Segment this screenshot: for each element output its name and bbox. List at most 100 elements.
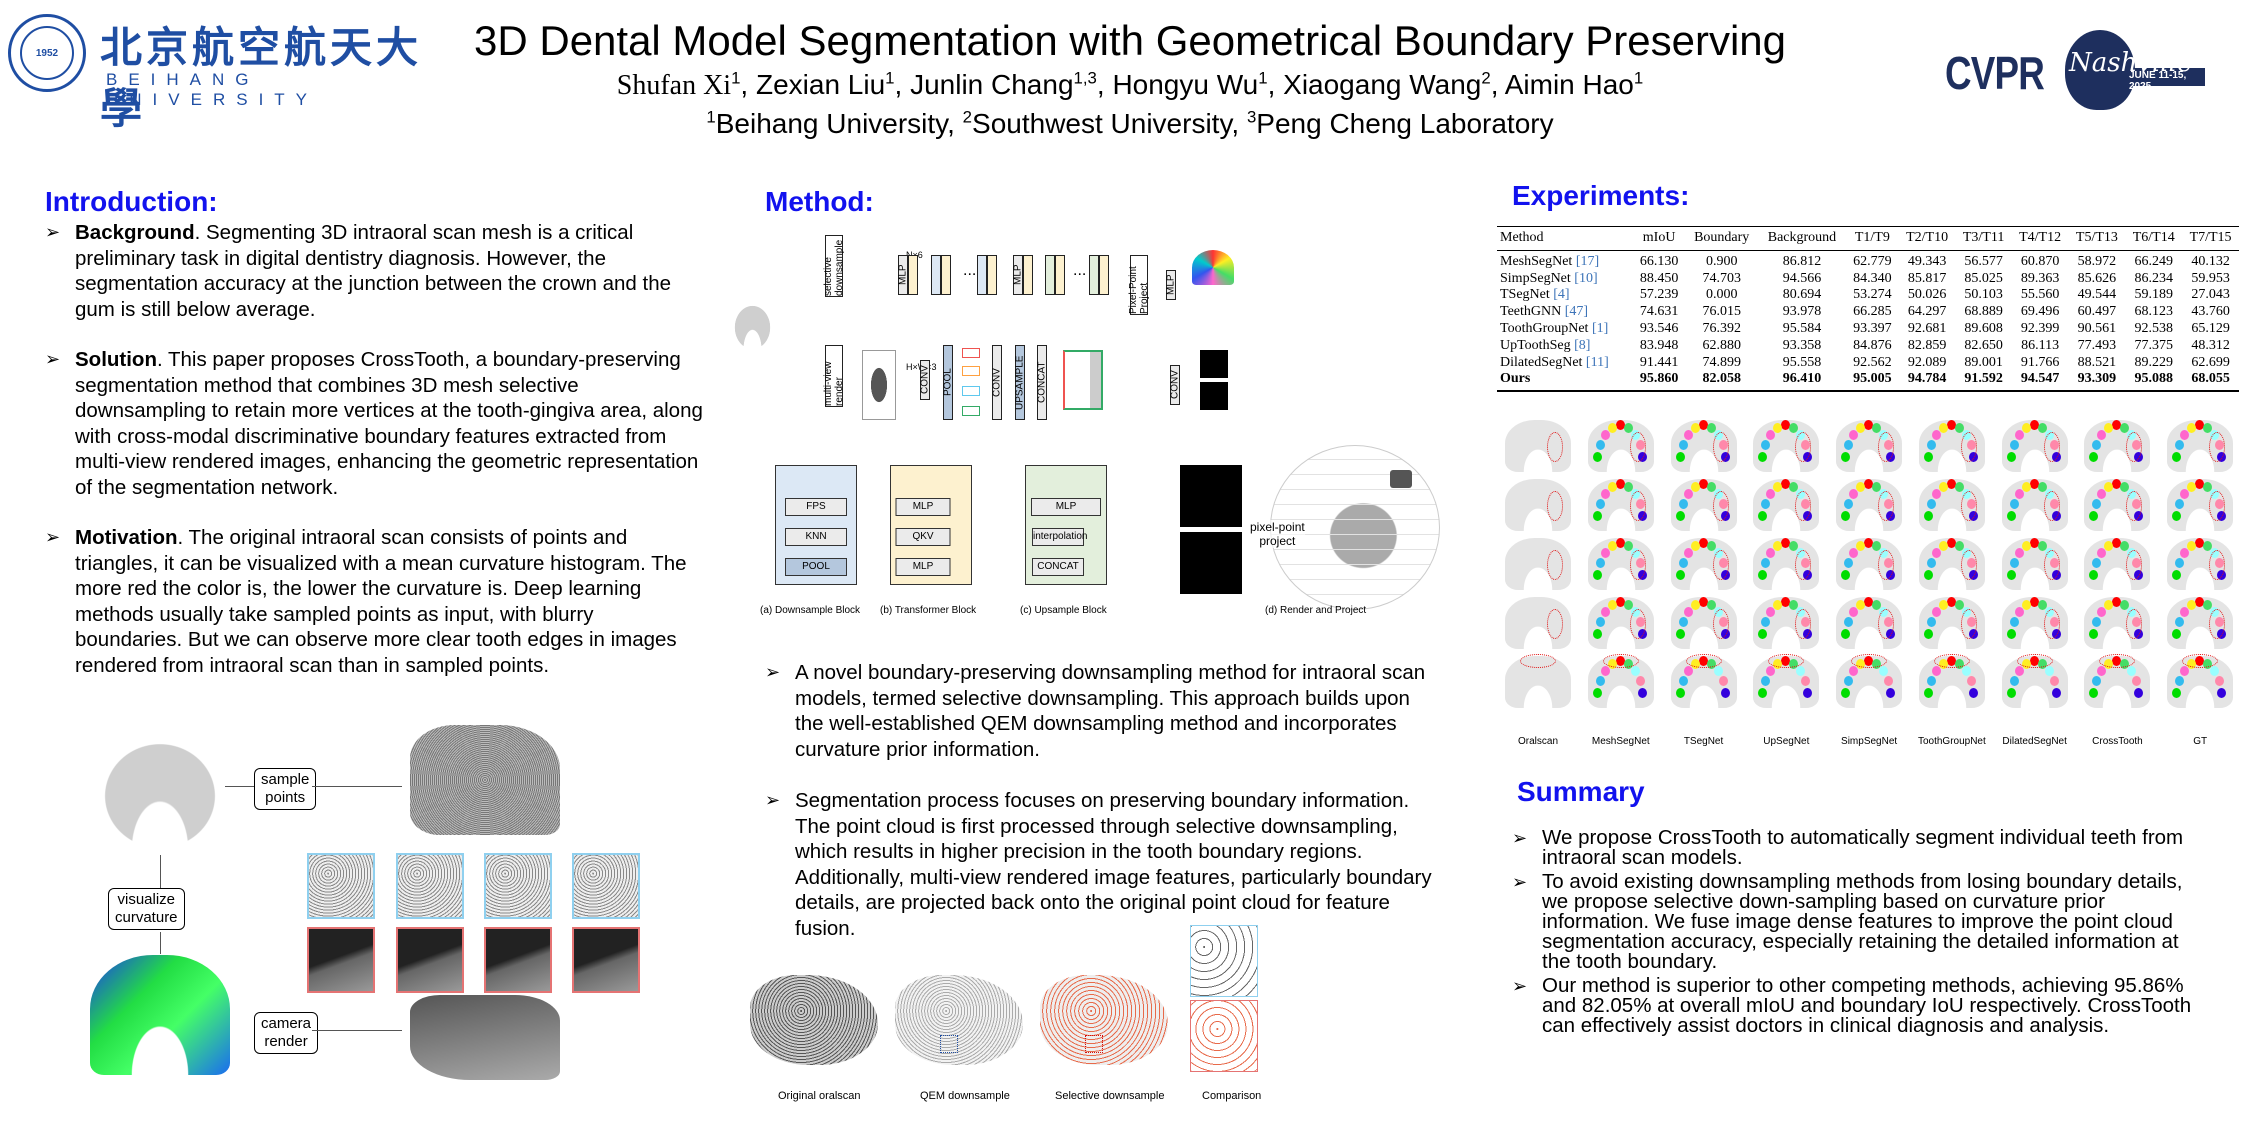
tooth-segment xyxy=(2180,430,2190,440)
value-cell: 49.544 xyxy=(2077,287,2117,303)
cvpr-logo: CVPR Nashville JUNE 11-15, 2025 xyxy=(1945,30,2205,110)
tooth-segment xyxy=(1849,607,1859,617)
comparison-cell xyxy=(2167,654,2234,708)
author-affil-sup: 1 xyxy=(731,68,741,88)
intro-bullet-motivation: ➢Motivation. The original intraoral scan… xyxy=(45,525,705,678)
value-cell: 48.312 xyxy=(2191,337,2230,353)
method-cell: ToothGroupNet [1] xyxy=(1497,321,1633,338)
tooth-segment xyxy=(2044,666,2054,676)
tooth-segment xyxy=(2112,420,2122,430)
tooth-segment xyxy=(1766,430,1776,440)
error-highlight-ellipse xyxy=(2043,550,2060,580)
tooth-segment xyxy=(1844,558,1854,568)
method-name: DilatedSegNet xyxy=(1500,354,1583,370)
tooth-segment xyxy=(2021,600,2031,610)
tooth-segment xyxy=(1683,430,1693,440)
tooth-segment xyxy=(2029,538,2039,548)
value-cell: 74.703 xyxy=(1702,270,1741,286)
bullet-lead: Motivation xyxy=(75,526,178,549)
value-cell: 74.631 xyxy=(1639,304,1679,320)
experiments-heading: Experiments: xyxy=(1512,180,1690,211)
university-name-en: BEIHANG UNIVERSITY xyxy=(106,70,319,109)
value-cell: 95.005 xyxy=(1846,371,1899,393)
comparison-cell xyxy=(1505,538,1571,590)
tooth-segment xyxy=(1931,548,1941,558)
error-highlight-ellipse xyxy=(2209,550,2226,580)
oralscan-mesh-image xyxy=(90,730,230,850)
error-highlight-ellipse xyxy=(1547,491,1563,521)
tooth-segment xyxy=(1844,617,1854,627)
upsample-block-1 xyxy=(1045,255,1055,295)
introduction-list: ➢Background. Segmenting 3D intraoral sca… xyxy=(45,220,705,703)
tooth-segment xyxy=(2195,597,2205,607)
mlp-head-block: MLP xyxy=(1166,270,1177,300)
rendered-views-image xyxy=(862,350,896,420)
tooth-segment xyxy=(1931,607,1941,617)
error-highlight-ellipse xyxy=(1878,432,1895,462)
sample-points-label: sample points xyxy=(254,768,317,810)
tooth-segment xyxy=(1954,600,1964,610)
tooth-segment xyxy=(1592,511,1602,521)
tooth-segment xyxy=(2180,489,2190,499)
bullet-lead: Background xyxy=(75,221,195,244)
tooth-segment xyxy=(2097,548,2107,558)
affil-sup: 2 xyxy=(962,107,973,127)
value-cell: 88.450 xyxy=(1639,270,1679,286)
tooth-segment xyxy=(2097,489,2107,499)
intro-bullet-solution: ➢Solution. This paper proposes CrossToot… xyxy=(45,347,705,500)
value-cell: 62.699 xyxy=(2191,354,2230,370)
tooth-segment xyxy=(1954,423,1964,433)
column-header: T3/T11 xyxy=(1962,230,2005,245)
downsample-block-caption: (a) Downsample Block xyxy=(760,605,861,616)
value-cell: 66.249 xyxy=(2134,253,2173,269)
comparison-cell xyxy=(1753,597,1820,649)
mlp-block-mid: MLP xyxy=(1013,255,1024,295)
tooth-segment xyxy=(1675,452,1685,462)
bullet-text: . This paper proposes CrossTooth, a boun… xyxy=(75,348,703,499)
tooth-segment xyxy=(1946,538,1956,548)
error-highlight-ellipse xyxy=(1878,550,1895,580)
tooth-segment xyxy=(1841,511,1851,521)
pool-scale-3 xyxy=(962,386,980,396)
method-bullet: ➢A novel boundary-preserving downsamplin… xyxy=(765,660,1435,762)
tooth-segment xyxy=(1968,688,1978,698)
error-highlight-ellipse xyxy=(2043,609,2060,639)
author-affil-sup: 2 xyxy=(1481,68,1491,88)
value-cell: 62.779 xyxy=(1853,253,1892,269)
comparison-cell xyxy=(2001,479,2068,531)
sub-blocks-figure: FPS KNN POOL (a) Downsample Block MLP QK… xyxy=(760,445,1460,620)
comparison-cell xyxy=(2001,654,2068,708)
value-cell: 85.025 xyxy=(1964,270,2003,286)
error-highlight-ellipse xyxy=(1878,609,1895,639)
affil-sup: 1 xyxy=(706,107,716,127)
visualize-curvature-label: visualize curvature xyxy=(108,888,185,930)
tooth-segment xyxy=(2014,607,2024,617)
tooth-segment xyxy=(1872,482,1882,492)
tooth-segment xyxy=(2021,482,2031,492)
value-cell: 65.129 xyxy=(2191,320,2230,336)
value-cell: 92.399 xyxy=(2020,320,2060,336)
tooth-segment xyxy=(2112,538,2122,548)
tooth-segment xyxy=(2006,629,2016,639)
segmented-output-image xyxy=(1192,250,1234,285)
tooth-segment xyxy=(1886,688,1896,698)
comparison-cell xyxy=(1587,420,1654,472)
error-highlight-ellipse xyxy=(1768,654,1805,668)
tooth-segment xyxy=(1637,688,1647,698)
tooth-segment xyxy=(1698,538,1708,548)
tooth-segment xyxy=(1690,600,1700,610)
method-cell: DilatedSegNet [11] xyxy=(1497,355,1633,372)
comparison-selective-patch xyxy=(1190,1000,1258,1072)
tooth-segment xyxy=(2021,423,2031,433)
tooth-segment xyxy=(2127,666,2137,676)
error-highlight-ellipse xyxy=(1878,491,1895,521)
arrow-bullet-icon: ➢ xyxy=(765,662,781,682)
arrow-bullet-icon: ➢ xyxy=(765,790,781,810)
tooth-segment xyxy=(2049,676,2059,686)
tooth-segment xyxy=(1931,430,1941,440)
tooth-segment xyxy=(2006,452,2016,462)
tooth-segment xyxy=(1630,666,1640,676)
tooth-segment xyxy=(2029,597,2039,607)
tooth-segment xyxy=(1926,440,1936,450)
